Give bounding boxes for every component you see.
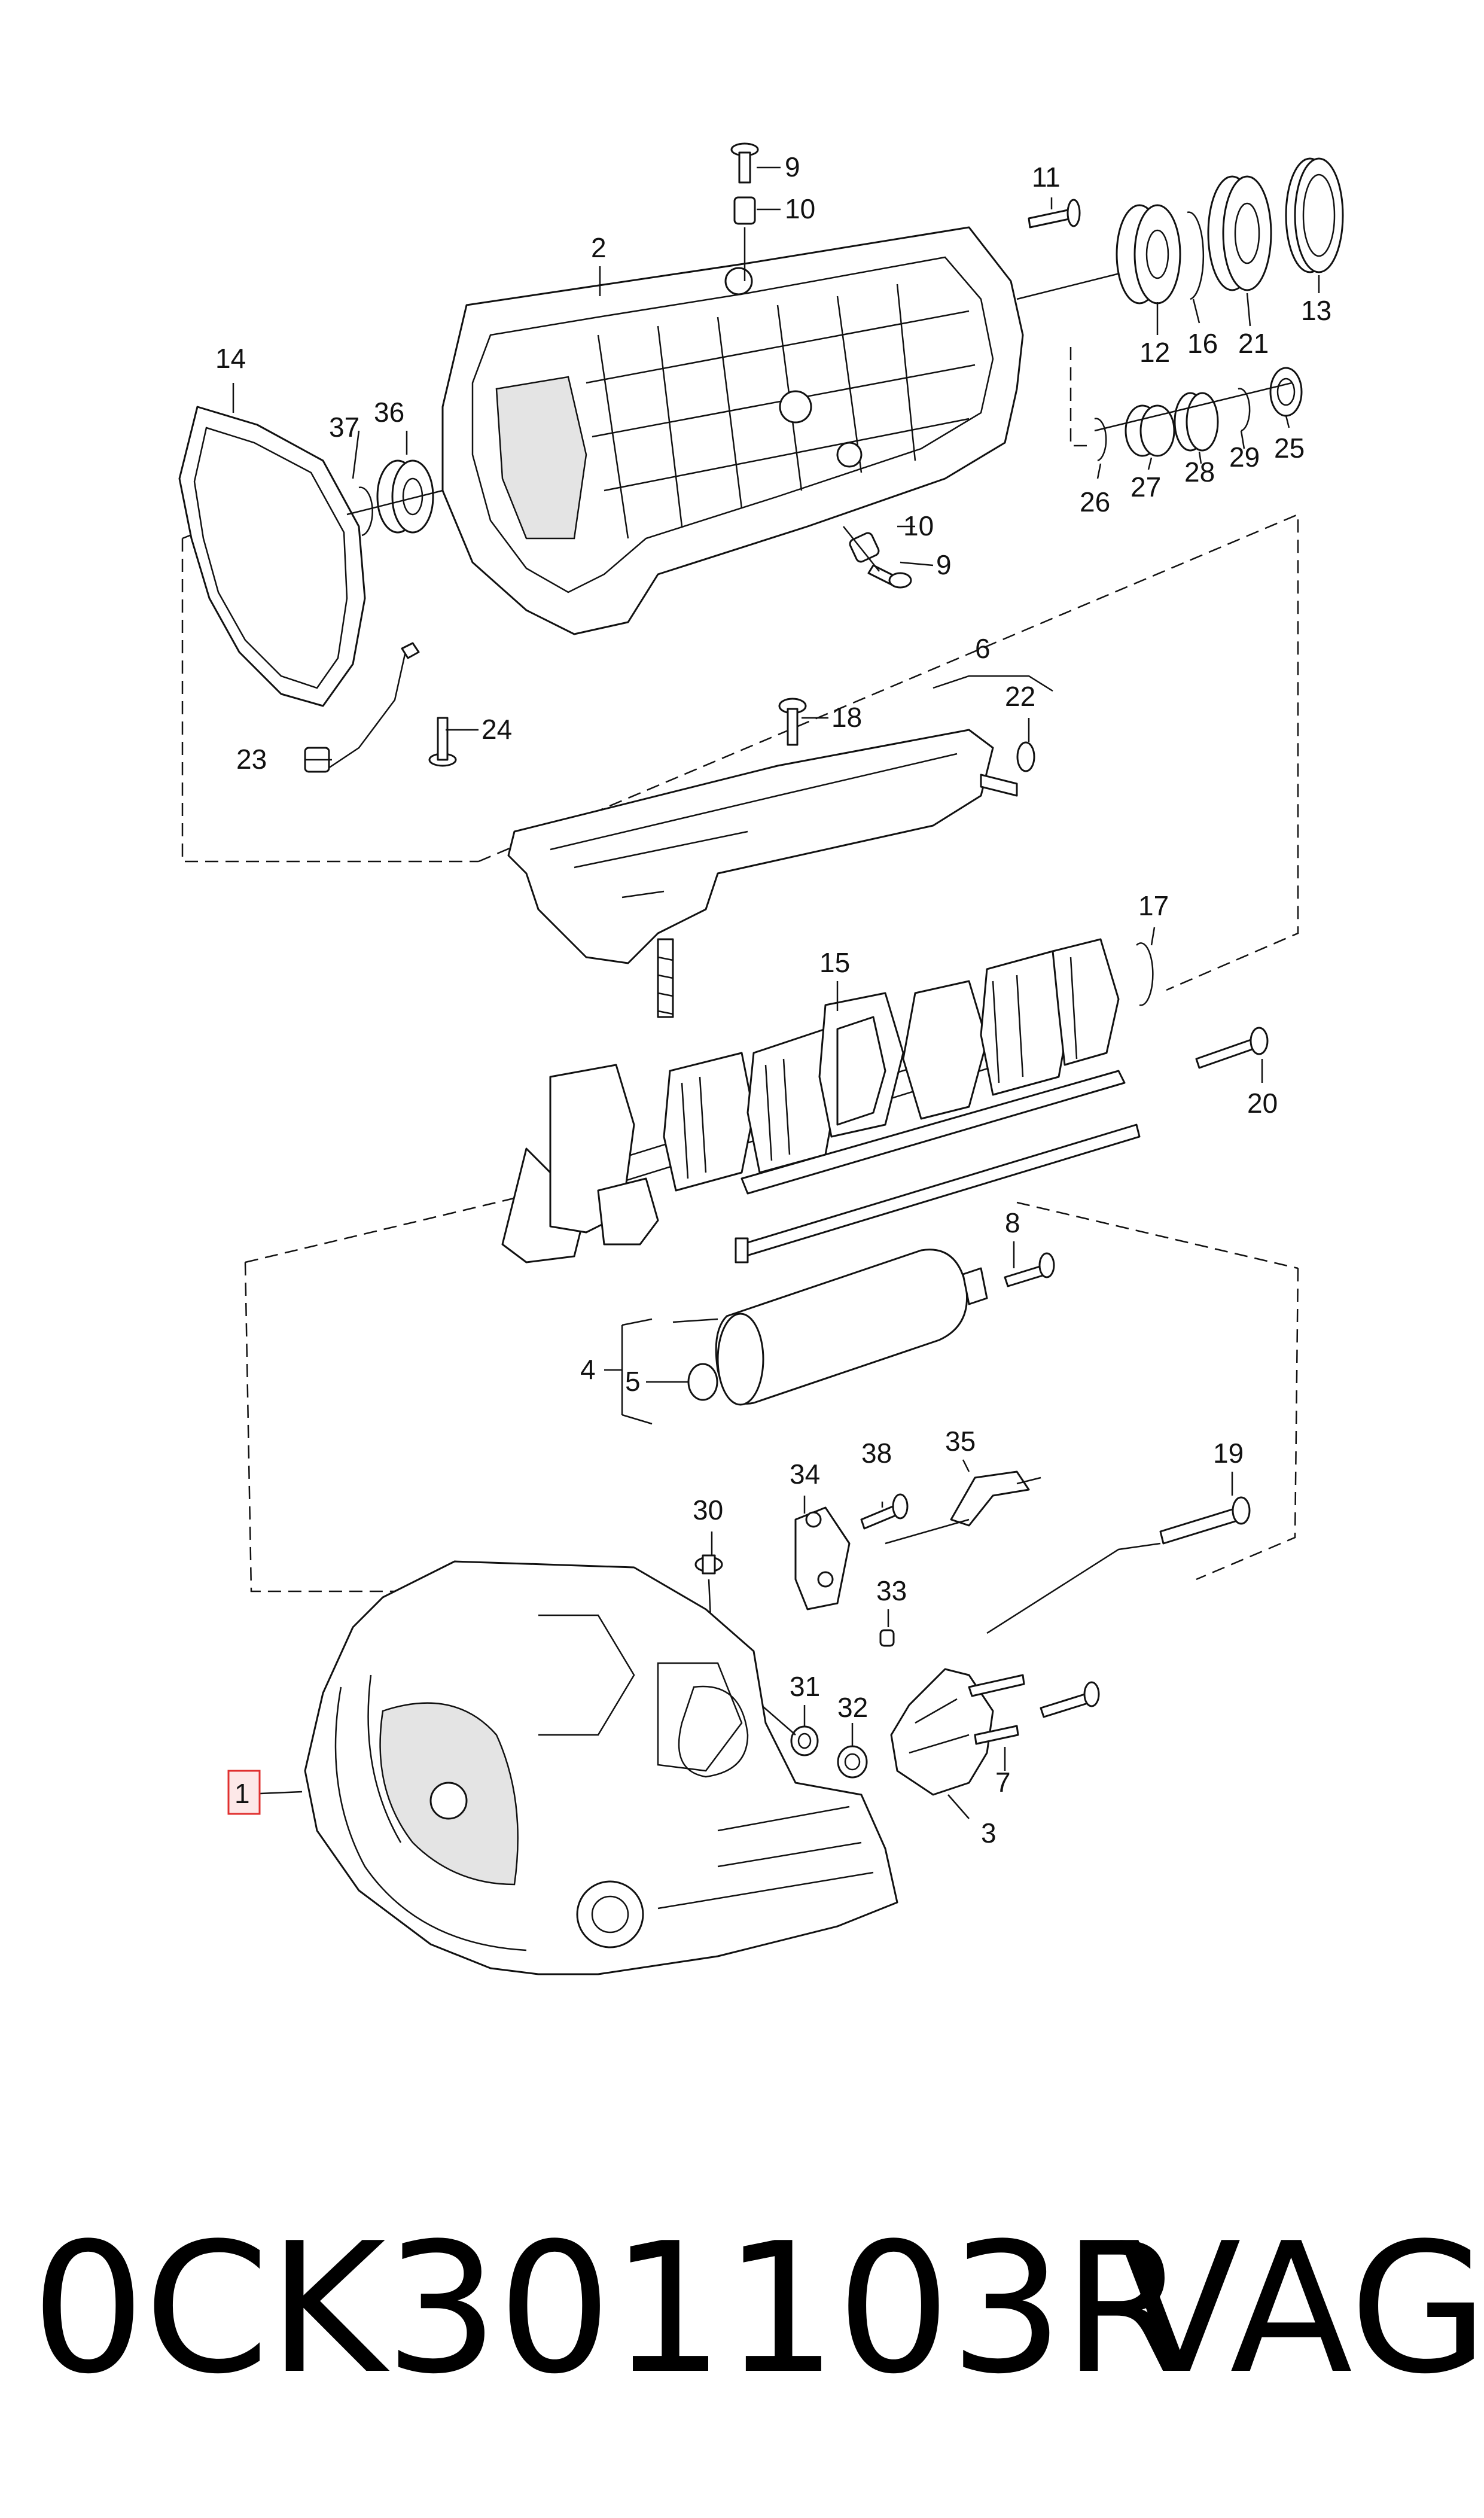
leader-lines (232, 166, 1320, 1819)
part-number: 0CK301103R (31, 2205, 1187, 2413)
callout-24: 24 (482, 714, 512, 745)
callout-31: 31 (790, 1671, 820, 1702)
callout-8: 8 (1005, 1207, 1020, 1238)
callout-29: 29 (1229, 442, 1260, 473)
callout-13: 13 (1301, 295, 1331, 326)
callout-10-lower: 10 (903, 510, 934, 541)
callout-1-highlight (227, 1770, 261, 1815)
callout-5: 5 (625, 1366, 641, 1397)
bolt-38 (860, 1493, 909, 1530)
ring-13 (1285, 157, 1344, 273)
callout-23: 23 (236, 744, 267, 775)
callout-11: 11 (1032, 162, 1061, 193)
callout-21: 21 (1238, 328, 1269, 359)
diagram-svg: 1 2 3 4 5 6 7 8 9 10 11 12 13 14 15 16 1… (178, 142, 1344, 1975)
bearing-28 (1174, 392, 1219, 452)
rear-bearing-outline (1069, 347, 1089, 447)
seal-5 (687, 1363, 718, 1401)
bolt-7 (1040, 1681, 1100, 1718)
callout-15: 15 (819, 947, 850, 978)
callout-17: 17 (1138, 890, 1169, 921)
bolt-9-top (730, 142, 759, 184)
callout-38: 38 (861, 1438, 892, 1469)
callout-37: 37 (329, 412, 359, 443)
bolt-24 (428, 717, 457, 767)
seal-22 (1016, 741, 1035, 772)
seal-31 (790, 1725, 819, 1756)
circlip-29 (1238, 388, 1251, 432)
callout-18: 18 (831, 702, 862, 733)
callout-16: 16 (1187, 328, 1218, 359)
callout-34: 34 (790, 1459, 820, 1490)
clip-26 (1094, 418, 1107, 462)
callout-27: 27 (1130, 471, 1161, 503)
gear-shaft-assembly-15 (501, 938, 1141, 1263)
seal-21 (1207, 175, 1272, 291)
bolt-18 (778, 698, 807, 746)
callout-7: 7 (995, 1767, 1011, 1798)
selector-lever-35 (885, 1470, 1041, 1545)
callout-25: 25 (1274, 433, 1305, 464)
pressure-accumulator-4 (715, 1249, 988, 1406)
callout-26: 26 (1080, 486, 1110, 517)
cable-bolt-19 (986, 1496, 1251, 1634)
brand-name: VAG (1119, 2205, 1484, 2413)
actuator-3 (890, 1668, 1025, 1796)
bolt-11 (1028, 199, 1081, 229)
callout-32: 32 (837, 1692, 868, 1723)
callout-2: 2 (591, 232, 607, 263)
callout-6: 6 (975, 633, 991, 664)
callout-33: 33 (876, 1575, 907, 1606)
callout-3: 3 (981, 1817, 997, 1849)
circlip-16 (1187, 211, 1205, 300)
plug-30 (694, 1554, 723, 1575)
callout-14: 14 (215, 343, 246, 374)
callout-12: 12 (1139, 337, 1170, 368)
callout-19: 19 (1213, 1438, 1244, 1469)
pin-33 (879, 1629, 895, 1647)
bearing-12 (1116, 204, 1181, 305)
bolt-9-lower (867, 564, 912, 589)
callout-35: 35 (945, 1426, 976, 1457)
bracket-34 (794, 1506, 851, 1610)
bearing-36 (376, 459, 434, 534)
callout-28: 28 (1184, 456, 1215, 488)
seal-32 (837, 1745, 868, 1779)
sleeve-10-top (733, 196, 756, 225)
callout-9-top: 9 (785, 151, 800, 182)
callout-4: 4 (580, 1354, 596, 1385)
bolt-8 (1004, 1252, 1055, 1287)
caption-bar: 0CK301103R VAG (0, 2184, 1484, 2435)
gasket-14 (178, 406, 366, 707)
callout-36: 36 (374, 397, 404, 428)
seal-25 (1269, 367, 1303, 417)
lower-assembly-outline (244, 1171, 1299, 1593)
bolt-20 (1195, 1027, 1269, 1069)
sleeve-10-lower (849, 532, 880, 563)
callout-20: 20 (1247, 1088, 1278, 1119)
callout-9-lower: 9 (936, 549, 952, 580)
callout-10-top: 10 (785, 193, 815, 224)
callout-1: 1 (234, 1778, 250, 1809)
callout-22: 22 (1005, 681, 1035, 712)
callout-30: 30 (693, 1494, 723, 1526)
transmission-housing-1 (304, 1560, 898, 1975)
circlip-17 (1136, 942, 1154, 1006)
rear-housing-2 (441, 226, 1024, 635)
mechatronic-cover-6 (507, 729, 1018, 1018)
